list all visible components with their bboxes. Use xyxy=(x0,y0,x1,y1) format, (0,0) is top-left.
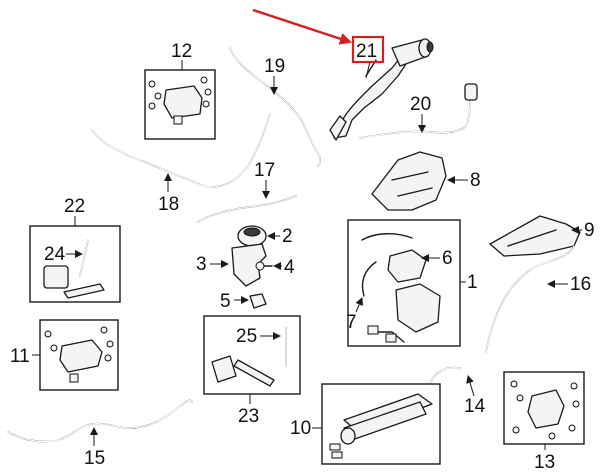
part-5-nut[interactable] xyxy=(249,293,267,309)
part-13-valve xyxy=(510,380,580,440)
part-16-tube[interactable] xyxy=(485,245,575,353)
part-20-tube[interactable] xyxy=(359,83,478,139)
part-7-hose[interactable] xyxy=(361,261,377,297)
callout-13[interactable]: 13 xyxy=(534,452,555,472)
part-19-tube[interactable] xyxy=(229,47,321,167)
part-17-tube[interactable] xyxy=(197,195,297,223)
callout-19[interactable]: 19 xyxy=(264,56,285,77)
callout-23[interactable]: 23 xyxy=(238,406,259,427)
callout-22[interactable]: 22 xyxy=(64,196,85,217)
callout-25[interactable]: 25 xyxy=(236,326,257,347)
part-14-hose[interactable] xyxy=(429,366,461,385)
callout-15[interactable]: 15 xyxy=(84,448,105,469)
callout-2[interactable]: 2 xyxy=(282,226,293,247)
part-18-tube[interactable] xyxy=(91,113,271,188)
part-1-compressor xyxy=(361,233,441,343)
part-3-bracket[interactable] xyxy=(231,243,267,287)
part-9-shield[interactable] xyxy=(489,215,581,257)
callout-1[interactable]: 1 xyxy=(467,272,478,293)
part-1-box[interactable] xyxy=(347,219,461,347)
callout-9[interactable]: 9 xyxy=(584,220,595,241)
part-11-sensor xyxy=(44,326,114,383)
callout-12[interactable]: 12 xyxy=(171,41,192,62)
callout-24[interactable]: 24 xyxy=(44,244,66,265)
callout-7[interactable]: 7 xyxy=(346,312,357,333)
callout-16[interactable]: 16 xyxy=(570,274,591,295)
callout-11[interactable]: 11 xyxy=(10,346,30,367)
callout-14[interactable]: 14 xyxy=(464,396,486,417)
part-22-box[interactable] xyxy=(29,225,121,303)
callout-box-21 xyxy=(351,35,385,64)
callout-17[interactable]: 17 xyxy=(254,160,275,181)
part-12-sensor xyxy=(148,76,212,125)
callout-20[interactable]: 20 xyxy=(410,94,431,115)
callout-18[interactable]: 18 xyxy=(158,194,179,215)
part-10-muffler xyxy=(329,393,433,459)
part-8-bracket[interactable] xyxy=(371,151,447,211)
callout-21[interactable]: 21 xyxy=(356,41,377,62)
part-22-sensor xyxy=(43,239,105,299)
callout-3[interactable]: 3 xyxy=(196,254,207,275)
callout-6[interactable]: 6 xyxy=(442,248,453,269)
part-2-damper[interactable] xyxy=(237,225,267,247)
part-15-tube[interactable] xyxy=(7,399,193,443)
part-23-box[interactable] xyxy=(203,315,301,395)
callout-5[interactable]: 5 xyxy=(220,291,231,312)
part-4-bolt[interactable] xyxy=(255,261,273,271)
part-21-canister[interactable] xyxy=(329,38,434,141)
part-23-sensor xyxy=(211,327,287,387)
callout-10[interactable]: 10 xyxy=(290,418,311,439)
callout-8[interactable]: 8 xyxy=(470,170,481,191)
callout-4[interactable]: 4 xyxy=(284,257,295,278)
highlight-arrow xyxy=(252,8,352,45)
